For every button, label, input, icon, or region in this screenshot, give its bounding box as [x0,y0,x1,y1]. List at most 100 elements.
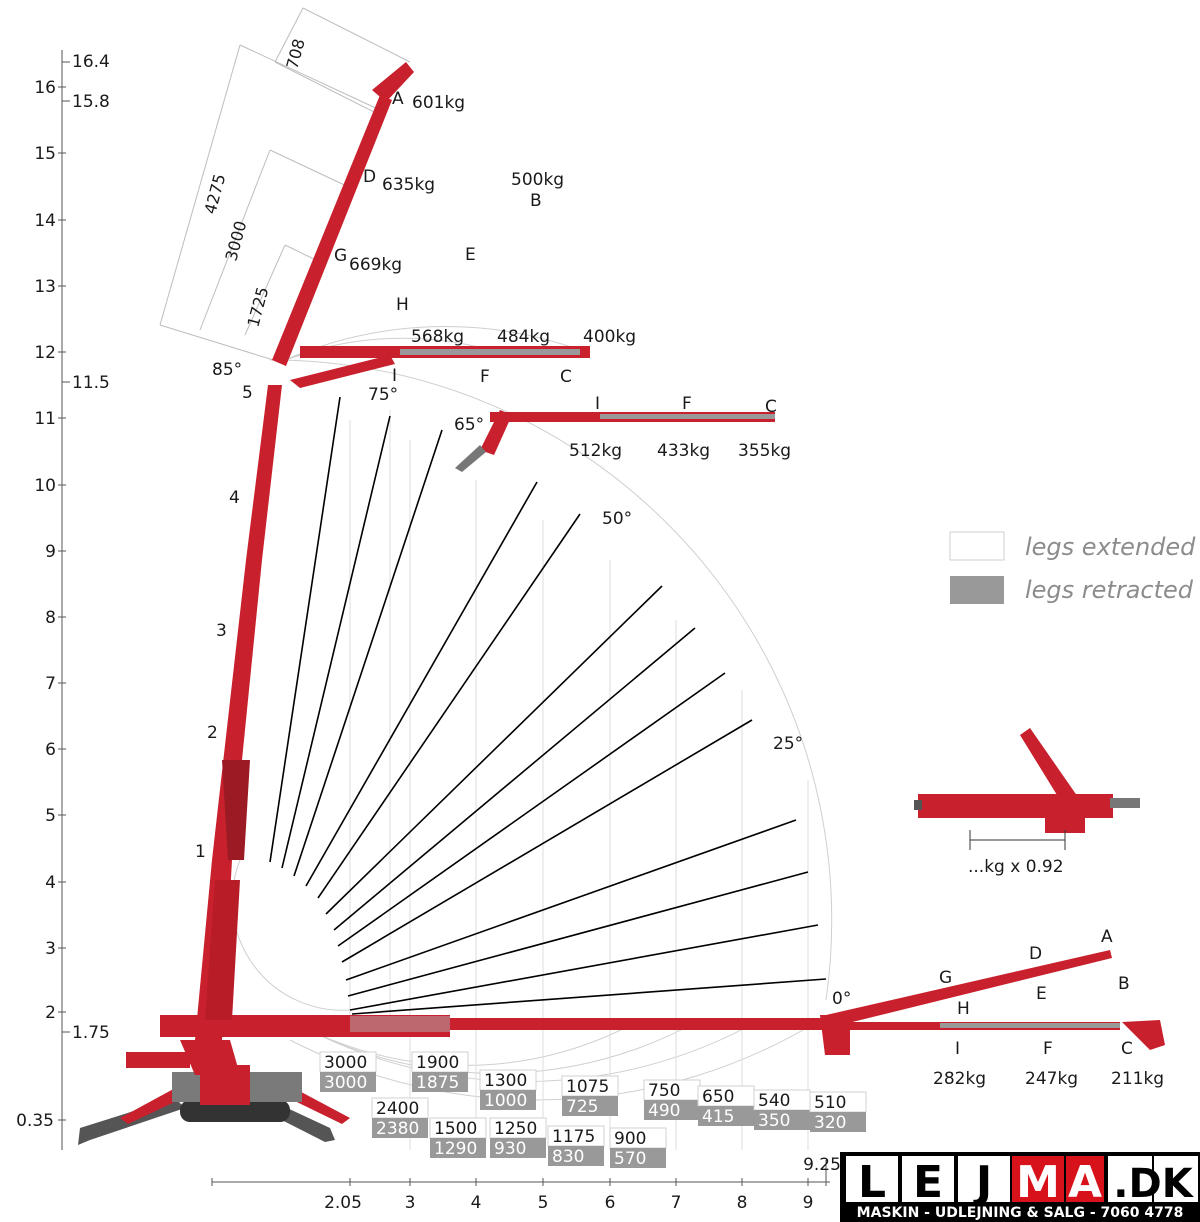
load-box-retracted-bg [480,1090,536,1110]
dim-3000: 3000 [222,219,251,263]
load-C-0: 211kg [1111,1069,1164,1089]
dim-1725: 1725 [244,285,273,329]
point-G: G [334,246,347,266]
load-retracted-value: 570 [614,1149,646,1169]
load-C-65: 355kg [738,441,791,461]
counterweight [126,1052,190,1068]
x-axis: 2.05 3 4 5 6 7 8 9 9.25 [211,1155,841,1213]
boom-section-5: 5 [242,383,253,403]
jib-65-labels: I F C 512kg 433kg 355kg [569,394,791,461]
legend-swatch-extended [949,531,1005,561]
load-retracted-value: 1875 [416,1073,459,1093]
dim-708: 708 [283,37,309,71]
load-extended-value: 650 [702,1087,734,1107]
point-I-top: I [392,366,397,386]
logo-letter-J: J [973,1157,992,1208]
y-special-16-4: 16.4 [72,52,110,72]
load-box-retracted-bg [490,1138,546,1158]
angle-75: 75° [368,385,398,405]
jib-0 [820,950,1165,1055]
x-tick-4: 4 [471,1193,482,1213]
load-extended-value: 1900 [416,1053,459,1073]
legend-extended: legs extended [1025,533,1196,561]
logo-letter-L: L [858,1157,886,1208]
point-I-65: I [595,394,600,414]
load-retracted-value: 350 [758,1111,790,1131]
y-tick-5: 5 [45,806,56,826]
load-I-65: 512kg [569,441,622,461]
jib-65 [455,410,775,472]
load-extended-value: 1250 [494,1119,537,1139]
load-box-retracted-bg [372,1118,428,1138]
jib-detail-inset: ...kg x 0.92 [914,728,1140,877]
load-extended-value: 1500 [434,1119,477,1139]
load-retracted-value: 725 [566,1097,598,1117]
angle-0: 0° [832,989,851,1009]
load-I-top: 568kg [411,327,464,347]
x-tick-9: 9 [803,1193,814,1213]
y-tick-16: 16 [34,78,56,98]
load-extended-value: 3000 [324,1053,367,1073]
point-C-0: C [1121,1039,1133,1059]
dim-4275: 4275 [201,172,230,216]
point-C-65: C [765,397,777,417]
y-special-0-35: 0.35 [16,1111,54,1131]
load-extended-value: 1175 [552,1127,595,1147]
load-box-retracted-bg [412,1072,468,1092]
load-retracted-value: 3000 [324,1073,367,1093]
point-B-0: B [1118,974,1130,994]
logo-letter-A: A [1068,1157,1102,1208]
load-retracted-value: 320 [814,1113,846,1133]
load-retracted-value: 1290 [434,1139,477,1159]
point-F-0: F [1043,1039,1053,1059]
load-box-retracted-bg [548,1146,604,1166]
point-E-0: E [1036,984,1047,1004]
load-F-0: 247kg [1025,1069,1078,1089]
load-extended-value: 900 [614,1129,646,1149]
inset-footnote: ...kg x 0.92 [968,857,1064,877]
y-tick-6: 6 [45,740,56,760]
angle-25: 25° [773,734,803,754]
x-tick-6: 6 [605,1193,616,1213]
y-axis: 16 15 14 13 12 11 10 9 8 7 6 5 4 3 2 16.… [16,50,110,1150]
y-tick-3: 3 [45,939,56,959]
point-E: E [465,245,476,265]
y-tick-13: 13 [34,277,56,297]
y-tick-4: 4 [45,873,56,893]
load-box-retracted-bg [562,1096,618,1116]
y-tick-11: 11 [34,409,56,429]
jib-0-labels: A D G B E H I F C 282kg 247kg 211kg [933,927,1164,1089]
load-F-65: 433kg [657,441,710,461]
load-box-retracted-bg [430,1138,486,1158]
load-extended-value: 750 [648,1081,680,1101]
load-box-retracted-bg [320,1072,376,1092]
load-extended-value: 1075 [566,1077,609,1097]
load-retracted-value: 930 [494,1139,526,1159]
point-D-0: D [1029,944,1042,964]
y-tick-10: 10 [34,476,56,496]
load-extended-value: 510 [814,1093,846,1113]
y-tick-8: 8 [45,608,56,628]
boom-section-3: 3 [216,621,227,641]
point-H-0: H [957,999,970,1019]
load-retracted-value: 415 [702,1107,734,1127]
boom-section-1: 1 [195,842,206,862]
main-boom-vertical [195,385,282,1040]
jib-dimension-lines [159,7,411,363]
boom-section-2: 2 [207,723,218,743]
jib-top-labels: A 601kg D 635kg G 669kg 500kg B E H 568k… [334,89,636,387]
lejma-logo: L E J M A .DK MASKIN - UDLEJNING & SALG … [840,1152,1200,1222]
load-box-retracted-bg [810,1112,866,1132]
y-tick-9: 9 [45,542,56,562]
